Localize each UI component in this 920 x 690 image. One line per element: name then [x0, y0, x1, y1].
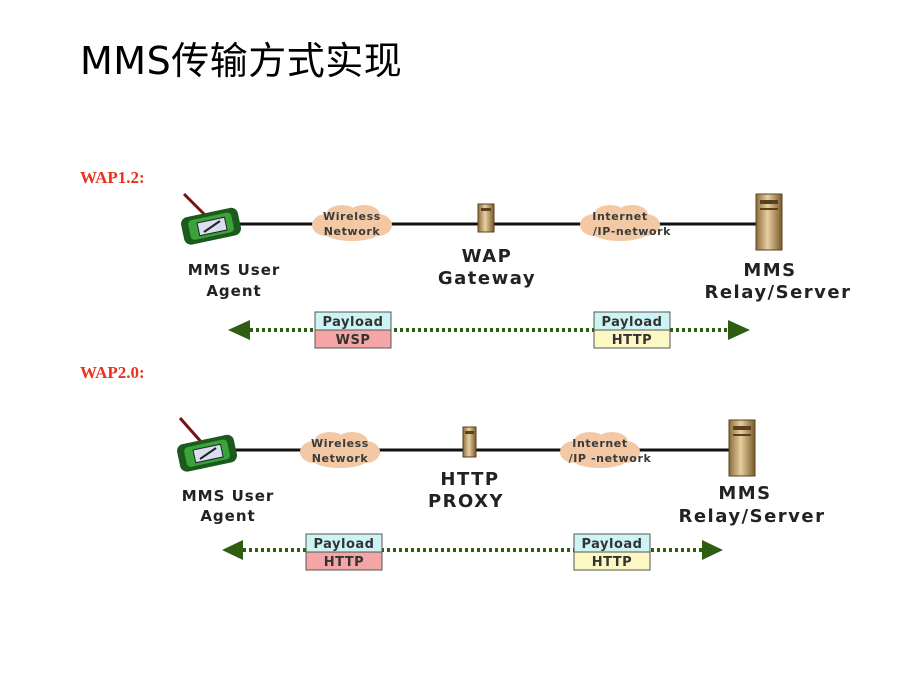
wap12-payload-box-wsp: [314, 311, 392, 349]
wap20-phone-icon: [177, 417, 237, 472]
wap12-box1-top: Payload: [323, 315, 384, 330]
wap20-box1-top: Payload: [314, 537, 375, 552]
wap20-box1-bottom: HTTP: [324, 555, 364, 570]
wap12-label: WAP1.2:: [80, 168, 145, 187]
wap20-box2-top: Payload: [582, 537, 643, 552]
wap20-cloud2-line1: Internet: [572, 437, 627, 450]
wap20-proxy-tower-icon: [462, 426, 477, 458]
wap20-server-line2: Relay/Server: [678, 506, 825, 527]
wap20-server-tower-icon: [728, 419, 756, 477]
wap20-server-line1: MMS: [718, 483, 771, 504]
wap12-box1-bottom: WSP: [336, 333, 371, 348]
wap20-box2-bottom: HTTP: [592, 555, 632, 570]
wap12-cloud2-line2: /IP-network: [593, 225, 671, 238]
wap12-cloud1-line2: Network: [324, 225, 381, 238]
wap20-agent-line1: MMS User: [182, 487, 275, 505]
wap12-data-arrow: [228, 320, 750, 340]
wap12-gateway-line1: WAP: [462, 246, 513, 267]
wap12-payload-box-http: [593, 311, 671, 349]
wap12-phone-icon: [181, 192, 241, 245]
wap12-server-line1: MMS: [743, 260, 796, 281]
wap20-proxy-line1: HTTP: [440, 469, 499, 490]
wap12-cloud2-line1: Internet: [592, 210, 647, 223]
wap12-server-tower-icon: [755, 193, 783, 251]
page-title: MMS传输方式实现: [80, 39, 403, 83]
wap12-agent-line2: Agent: [206, 282, 261, 300]
wap12-agent-line1: MMS User: [188, 261, 281, 279]
wap20-payload-box-http-2: [573, 533, 651, 571]
wap20-cloud1-line2: Network: [312, 452, 369, 465]
wap20-data-arrow: [222, 540, 723, 560]
wap12-gateway-line2: Gateway: [438, 268, 536, 289]
wap12-gateway-tower-icon: [477, 203, 495, 233]
wap12-box2-top: Payload: [602, 315, 663, 330]
wap20-cloud2-line2: /IP -network: [569, 452, 652, 465]
wap20-label: WAP2.0:: [80, 363, 145, 382]
wap20-payload-box-http-1: [305, 533, 383, 571]
wap12-server-line2: Relay/Server: [704, 282, 851, 303]
wap12-box2-bottom: HTTP: [612, 333, 652, 348]
wap12-cloud1-line1: Wireless: [323, 210, 381, 223]
wap20-proxy-line2: PROXY: [428, 491, 504, 512]
wap20-agent-line2: Agent: [200, 507, 255, 525]
wap20-cloud1-line1: Wireless: [311, 437, 369, 450]
